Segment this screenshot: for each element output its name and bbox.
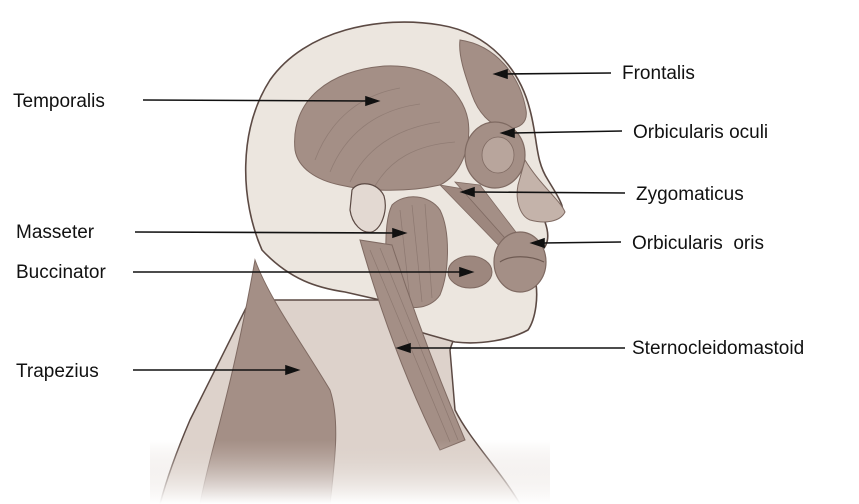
label-orbicularis-oris: Orbicularis oris — [632, 233, 764, 254]
label-trapezius: Trapezius — [16, 361, 99, 382]
orbicularis-oris-leader — [542, 242, 621, 243]
label-masseter: Masseter — [16, 222, 95, 243]
label-buccinator: Buccinator — [16, 262, 106, 283]
label-orbicularis-oculi: Orbicularis oculi — [633, 122, 768, 143]
label-frontalis: Frontalis — [622, 63, 695, 84]
frontalis-leader — [505, 73, 611, 74]
masseter-leader — [135, 232, 395, 233]
label-zygomaticus: Zygomaticus — [636, 184, 744, 205]
temporalis-leader — [143, 100, 368, 101]
head-illustration — [150, 22, 565, 504]
label-sternocleidomastoid: Sternocleidomastoid — [632, 338, 804, 359]
zygomaticus-leader — [472, 192, 625, 193]
label-temporalis: Temporalis — [13, 91, 105, 112]
